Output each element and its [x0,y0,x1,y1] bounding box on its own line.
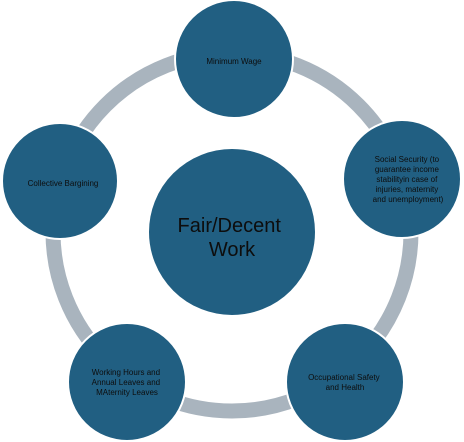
node-social-security-line-1: Social Security (to [375,155,440,164]
node-social-security-circle [342,119,462,239]
node-social-security-line-5: and unemployment) [373,195,444,204]
node-social-security-line-4: injuries, maternity [376,185,439,194]
center-title-line-2: Work [209,239,256,261]
node-occupational-safety-label: Occupational Safety and Health [308,373,382,392]
node-working-hours-line-3: MAternity Leaves [96,388,158,397]
node-working-hours-line-1: Working Hours and [92,368,160,377]
node-social-security: Social Security (to guarantee income sta… [342,119,462,239]
node-collective-bargaining-label: Collective Bargining [28,179,99,188]
node-minimum-wage: Minimum Wage [174,0,294,119]
center-title-line-1: Fair/Decent [178,215,282,237]
node-social-security-label: Social Security (to guarantee income sta… [373,155,444,204]
center-title: Fair/Decent Work [178,215,287,261]
node-social-security-line-3: stabilityin case of [376,175,438,184]
node-working-hours: Working Hours and Annual Leaves and MAte… [67,322,187,442]
node-working-hours-line-2: Annual Leaves and [92,378,161,387]
node-minimum-wage-circle [174,0,294,119]
node-occupational-safety-circle [285,322,405,442]
node-minimum-wage-line-1: Minimum Wage [206,57,262,66]
center-node: Fair/Decent Work [147,147,317,317]
node-collective-bargaining-line-1: Collective Bargining [28,179,99,188]
node-occupational-safety-line-2: and Health [326,383,365,392]
node-occupational-safety-line-1: Occupational Safety [308,373,380,382]
node-social-security-line-2: guarantee income [375,165,440,174]
node-working-hours-label: Working Hours and Annual Leaves and MAte… [92,368,163,397]
node-minimum-wage-label: Minimum Wage [206,57,262,66]
node-collective-bargaining-circle [1,122,119,240]
node-working-hours-circle [67,322,187,442]
node-collective-bargaining: Collective Bargining [1,122,119,240]
node-occupational-safety: Occupational Safety and Health [285,322,405,442]
center-circle [147,147,317,317]
